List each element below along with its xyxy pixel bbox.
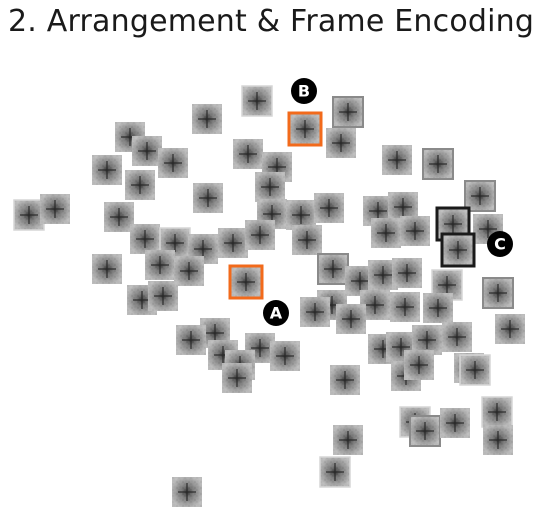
- thumbnail-frame[interactable]: [422, 148, 454, 180]
- thumbnail-frame[interactable]: [232, 138, 264, 170]
- highlight-frame-b[interactable]: [287, 111, 323, 147]
- thumbnail-frame[interactable]: [39, 193, 71, 225]
- thumbnail-frame[interactable]: [299, 296, 331, 328]
- thumbnail-frame[interactable]: [147, 280, 179, 312]
- thumbnail-frame[interactable]: [313, 192, 345, 224]
- thumbnail-frame[interactable]: [129, 223, 161, 255]
- marker-label: B: [298, 82, 310, 101]
- marker-a: A: [263, 300, 289, 326]
- thumbnail-frame[interactable]: [441, 321, 473, 353]
- thumbnail-frame[interactable]: [325, 127, 357, 159]
- thumbnail-frame[interactable]: [482, 424, 514, 456]
- thumbnail-frame[interactable]: [422, 292, 454, 324]
- thumbnail-frame[interactable]: [175, 324, 207, 356]
- highlighted-frames: [228, 111, 476, 300]
- thumbnail-frame[interactable]: [335, 303, 367, 335]
- thumbnail-frame[interactable]: [291, 224, 323, 256]
- thumbnail-frame[interactable]: [332, 96, 364, 128]
- thumbnail-frame[interactable]: [221, 362, 253, 394]
- thumbnail-frame[interactable]: [494, 313, 526, 345]
- page-title: 2. Arrangement & Frame Encoding: [8, 4, 535, 39]
- thumbnail-frame[interactable]: [391, 257, 423, 289]
- thumbnail-frame[interactable]: [459, 354, 491, 386]
- thumbnail-frame[interactable]: [464, 180, 496, 212]
- thumbnail-frame[interactable]: [370, 217, 402, 249]
- callout-markers: A B C: [263, 78, 513, 326]
- marker-label: C: [494, 235, 506, 254]
- thumbnail-frame[interactable]: [124, 169, 156, 201]
- thumbnail-frame[interactable]: [329, 364, 361, 396]
- thumbnail-frame[interactable]: [192, 182, 224, 214]
- marker-c: C: [487, 231, 513, 257]
- thumbnail-frame[interactable]: [241, 85, 273, 117]
- thumbnail-frame[interactable]: [319, 456, 351, 488]
- thumbnail-frame[interactable]: [131, 135, 163, 167]
- thumbnail-frame[interactable]: [91, 154, 123, 186]
- thumbnail-frame[interactable]: [409, 415, 441, 447]
- thumbnail-frame[interactable]: [157, 147, 189, 179]
- highlight-frame-a[interactable]: [228, 264, 264, 300]
- thumbnail-frame[interactable]: [317, 253, 349, 285]
- thumbnail-frame[interactable]: [13, 199, 45, 231]
- thumbnail-frame[interactable]: [173, 255, 205, 287]
- thumbnail-frame[interactable]: [389, 291, 421, 323]
- marker-b: B: [291, 78, 317, 104]
- thumbnail-frame[interactable]: [403, 349, 435, 381]
- thumbnail-frame[interactable]: [91, 253, 123, 285]
- thumbnail-cluster: [13, 85, 526, 508]
- highlight-frame-c2[interactable]: [440, 232, 476, 268]
- thumbnail-frame[interactable]: [481, 396, 513, 428]
- thumbnail-frame[interactable]: [217, 227, 249, 259]
- thumbnail-frame[interactable]: [439, 407, 471, 439]
- thumbnail-frame[interactable]: [191, 103, 223, 135]
- thumbnail-frame[interactable]: [144, 249, 176, 281]
- thumbnail-frame[interactable]: [269, 340, 301, 372]
- marker-label: A: [270, 304, 283, 323]
- thumbnail-frame[interactable]: [254, 171, 286, 203]
- thumbnail-frame[interactable]: [244, 219, 276, 251]
- thumbnail-frame[interactable]: [332, 424, 364, 456]
- thumbnail-frame[interactable]: [103, 201, 135, 233]
- thumbnail-frame[interactable]: [399, 215, 431, 247]
- thumbnail-frame[interactable]: [171, 476, 203, 508]
- thumbnail-frame[interactable]: [381, 144, 413, 176]
- thumbnail-frame[interactable]: [482, 277, 514, 309]
